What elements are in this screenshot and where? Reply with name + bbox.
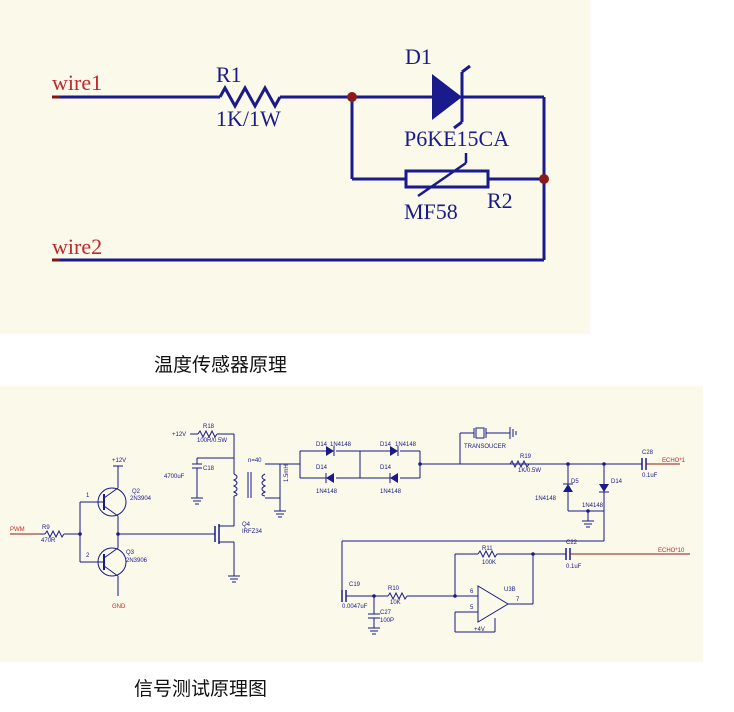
pwm-label: PWM xyxy=(10,527,25,533)
svg-text:Q2: Q2 xyxy=(132,489,141,495)
svg-text:100K: 100K xyxy=(482,560,496,566)
svg-text:U3B: U3B xyxy=(504,587,516,593)
r1-resistor xyxy=(218,84,282,110)
svg-text:D5: D5 xyxy=(571,479,579,485)
u3b-opamp xyxy=(477,585,509,623)
svg-text:Q4: Q4 xyxy=(242,522,251,528)
d5-diode xyxy=(563,484,573,492)
gnd-label: GND xyxy=(112,604,126,610)
svg-text:C28: C28 xyxy=(642,450,654,456)
junction-dot xyxy=(539,174,549,184)
d14-diode xyxy=(599,484,609,492)
svg-text:IRFZ34: IRFZ34 xyxy=(242,529,263,535)
r2-thermistor xyxy=(404,169,490,189)
d14-diode xyxy=(390,446,398,456)
svg-text:R10: R10 xyxy=(388,586,400,592)
svg-text:C22: C22 xyxy=(566,540,578,546)
svg-text:D14: D14 xyxy=(316,465,328,471)
r10-resistor xyxy=(387,591,408,601)
svg-text:0.0047uF: 0.0047uF xyxy=(342,604,368,610)
svg-text:+12V: +12V xyxy=(172,432,186,438)
caption-temp-sensor: 温度传感器原理 xyxy=(154,354,288,376)
svg-text:R19: R19 xyxy=(520,454,532,460)
svg-text:2N3904: 2N3904 xyxy=(130,496,152,502)
d1-diode xyxy=(432,74,462,120)
temp-sensor-schematic: wire1 wire2 R1 1K/1W D1 P6KE15CA MF58 R2 xyxy=(52,44,549,262)
svg-text:5: 5 xyxy=(470,605,474,611)
svg-text:1N4148: 1N4148 xyxy=(582,503,604,509)
d1-value: P6KE15CA xyxy=(404,126,509,151)
svg-text:1N4148: 1N4148 xyxy=(535,496,557,502)
transformer-secondary xyxy=(261,473,267,497)
svg-text:D14: D14 xyxy=(611,479,623,485)
r11-resistor xyxy=(477,549,498,559)
svg-text:C27: C27 xyxy=(380,610,392,616)
r18-resistor xyxy=(197,429,218,439)
r2-value: MF58 xyxy=(404,199,458,224)
transducer xyxy=(475,427,485,439)
svg-text:100R/0.5W: 100R/0.5W xyxy=(197,438,227,444)
svg-text:6: 6 xyxy=(470,589,474,595)
signal-test-schematic: PWM R9 470R +12V Q2 2N3904 Q3 2N3906 1 2… xyxy=(10,424,690,635)
svg-text:D14: D14 xyxy=(380,465,392,471)
svg-text:100P: 100P xyxy=(380,618,394,624)
r19-resistor xyxy=(509,459,530,469)
svg-text:0.1uF: 0.1uF xyxy=(566,564,582,570)
svg-text:1: 1 xyxy=(86,493,90,499)
svg-text:4700uF: 4700uF xyxy=(164,474,185,480)
r9-resistor xyxy=(44,529,65,539)
svg-text:+4V: +4V xyxy=(474,627,485,633)
junction-dot xyxy=(347,92,357,102)
svg-text:7: 7 xyxy=(516,597,520,603)
caption-signal-test: 信号测试原理图 xyxy=(134,678,268,700)
svg-text:1N4148: 1N4148 xyxy=(330,442,352,448)
transducer-label: TRANSOUCER xyxy=(464,444,507,450)
svg-text:1K/0.5W: 1K/0.5W xyxy=(518,468,541,474)
svg-text:0.1uF: 0.1uF xyxy=(642,473,658,479)
svg-text:R18: R18 xyxy=(203,424,215,430)
svg-text:Q3: Q3 xyxy=(126,550,135,556)
svg-text:2: 2 xyxy=(86,553,90,559)
echo1-label: ECHO*1 xyxy=(662,458,686,464)
wire2-label: wire2 xyxy=(52,234,102,259)
svg-text:+12V: +12V xyxy=(112,458,126,464)
d14-diode xyxy=(390,473,398,483)
svg-text:1.5mH: 1.5mH xyxy=(284,464,290,482)
svg-text:10K: 10K xyxy=(390,600,401,606)
echo10-label: ECHO*10 xyxy=(658,548,685,554)
svg-text:D14: D14 xyxy=(316,442,328,448)
svg-text:C19: C19 xyxy=(349,582,361,588)
d1-ref: D1 xyxy=(405,44,432,69)
r1-value: 1K/1W xyxy=(216,106,281,131)
svg-text:R11: R11 xyxy=(482,546,493,552)
svg-text:470R: 470R xyxy=(41,538,56,544)
wire1-label: wire1 xyxy=(52,70,102,95)
r2-ref: R2 xyxy=(487,188,513,213)
d14-diode xyxy=(326,473,334,483)
signal-test-schematic-panel: PWM R9 470R +12V Q2 2N3904 Q3 2N3906 1 2… xyxy=(0,386,703,662)
svg-text:1N4148: 1N4148 xyxy=(380,489,402,495)
svg-text:n=40: n=40 xyxy=(248,458,262,464)
svg-text:D14: D14 xyxy=(380,442,392,448)
svg-text:C18: C18 xyxy=(203,466,215,472)
svg-text:2N3906: 2N3906 xyxy=(126,558,148,564)
d14-diode xyxy=(326,446,334,456)
temp-sensor-schematic-panel: wire1 wire2 R1 1K/1W D1 P6KE15CA MF58 R2 xyxy=(0,0,590,334)
r1-ref: R1 xyxy=(216,62,242,87)
svg-text:1N4148: 1N4148 xyxy=(316,489,338,495)
transformer-primary xyxy=(232,473,238,497)
svg-text:1N4148: 1N4148 xyxy=(395,442,417,448)
svg-text:R9: R9 xyxy=(42,525,50,531)
